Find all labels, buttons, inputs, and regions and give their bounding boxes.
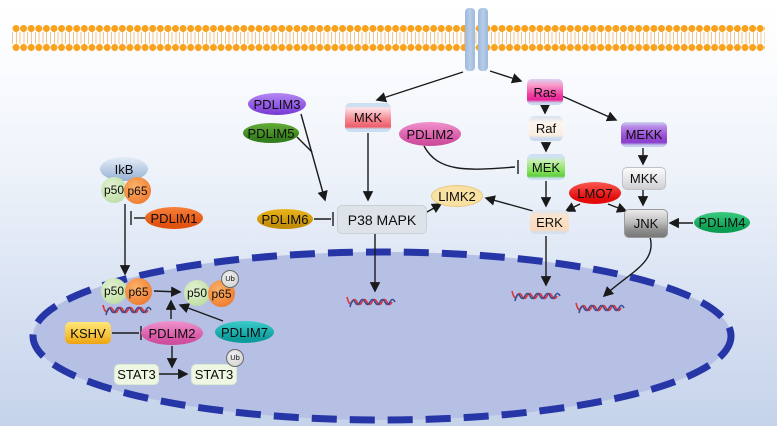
node-pdlim2-cytoplasm: PDLIM2 [399,122,461,146]
node-p50-complex: p50 [101,177,127,203]
node-p65-nuclear: p65 [125,278,152,305]
node-pdlim7: PDLIM7 [215,321,274,343]
node-p50-ubiquitinated: p50 [184,280,210,306]
node-mek: MEK [527,154,565,180]
node-p38-mapk: P38 MAPK [337,205,427,234]
node-pdlim2-nuclear: PDLIM2 [141,321,203,345]
node-jnk: JNK [624,209,668,238]
node-pdlim3: PDLIM3 [248,93,306,115]
node-pdlim5: PDLIM5 [243,123,299,143]
membrane-inner-leaflet [12,43,765,52]
node-p65-complex: p65 [124,177,151,204]
membrane-outer-leaflet [12,24,765,33]
node-pdlim4: PDLIM4 [694,212,750,233]
node-ras: Ras [527,79,563,105]
inhibition-lines [112,145,519,340]
node-stat3: STAT3 [114,364,159,385]
cell-membrane [12,24,765,52]
node-erk: ERK [530,210,569,234]
node-raf: Raf [529,116,563,141]
node-mkk-p38-branch: MKK [345,103,391,132]
node-pdlim1: PDLIM1 [145,207,203,229]
node-stat3-ubiquitinated: STAT3 [191,364,237,385]
node-lmo7: LMO7 [569,182,621,204]
node-p50-nuclear: p50 [101,278,127,304]
node-mekk: MEKK [621,122,667,147]
node-kshv: KSHV [65,322,111,344]
membrane-lipid-tails [12,32,765,44]
ub-badge-p65: Ub [221,270,239,288]
activation-arrows [119,70,693,380]
receptor-subunit [478,8,488,71]
receptor-subunit [465,8,475,71]
node-limk2: LIMK2 [431,185,483,207]
node-mkk-jnk-branch: MKK [622,167,666,190]
node-p65-ubiquitinated: p65 [208,280,235,307]
node-pdlim6: PDLIM6 [257,209,313,229]
ub-badge-stat3: Ub [226,349,244,367]
